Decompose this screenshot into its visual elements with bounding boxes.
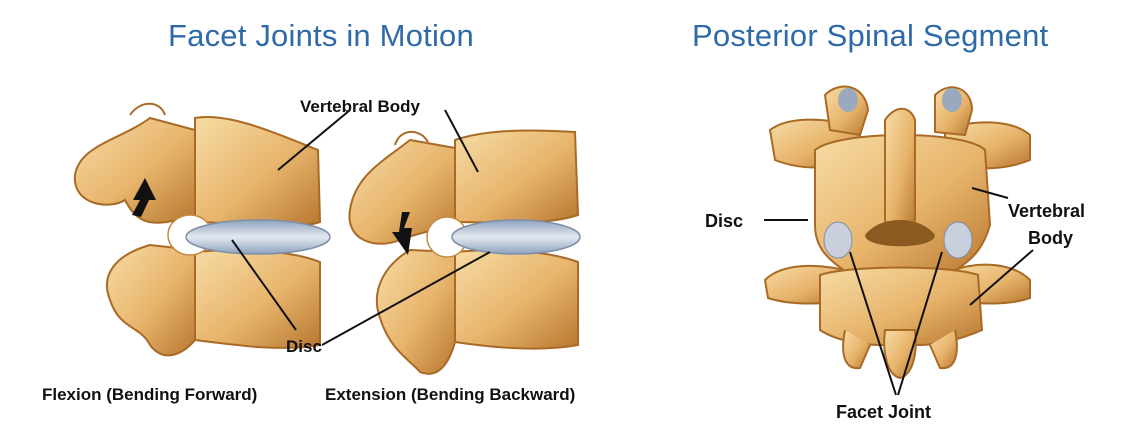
disc-label: Disc bbox=[286, 337, 322, 356]
extension-vertebrae bbox=[349, 130, 580, 373]
flexion-caption: Flexion (Bending Forward) bbox=[42, 385, 257, 404]
vertebral-body-label: Vertebral Body bbox=[300, 97, 421, 116]
vertebral-right-label-line1: Vertebral bbox=[1008, 201, 1085, 221]
disc-right-label: Disc bbox=[705, 211, 743, 231]
posterior-segment bbox=[765, 87, 1030, 378]
facet-joint-label: Facet Joint bbox=[836, 402, 931, 422]
flexion-vertebrae bbox=[75, 104, 330, 356]
vertebral-right-label-line2: Body bbox=[1028, 228, 1073, 248]
extension-caption: Extension (Bending Backward) bbox=[325, 385, 575, 404]
